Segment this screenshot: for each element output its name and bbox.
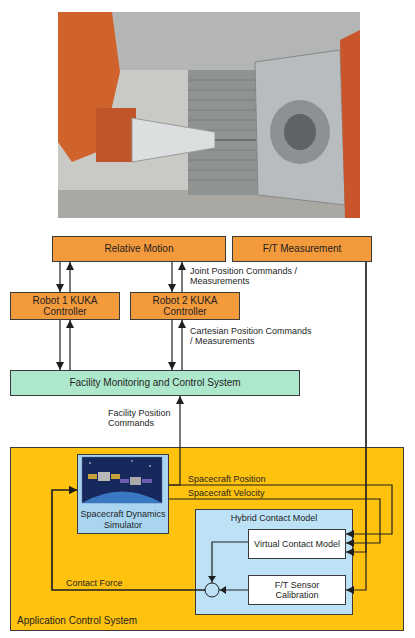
connector-arrow bbox=[59, 262, 60, 292]
summing-junction bbox=[205, 583, 219, 597]
junction-inlet-arrow bbox=[220, 586, 226, 594]
system-box: Facility Monitoring and Control System bbox=[10, 370, 300, 396]
satellite-body bbox=[98, 472, 110, 481]
photo-wall bbox=[58, 12, 360, 70]
target-drogue bbox=[284, 114, 316, 150]
node-label: Hybrid Contact Model bbox=[231, 513, 318, 523]
satellite-body bbox=[130, 477, 141, 485]
controller-box: Robot 1 KUKA Controller bbox=[10, 292, 120, 320]
signal-label: Joint Position Commands / Measurements bbox=[190, 266, 312, 287]
connector-arrow bbox=[69, 320, 70, 370]
node-label: Application Control System bbox=[17, 615, 137, 627]
solar-panel bbox=[142, 479, 152, 483]
connector-arrow bbox=[169, 499, 380, 543]
model-group: Hybrid Contact ModelVirtual Contact Mode… bbox=[195, 509, 353, 615]
node-label: Facility Monitoring and Control System bbox=[69, 377, 240, 389]
simulator-box: Spacecraft Dynamics Simulator bbox=[77, 454, 169, 534]
star bbox=[149, 465, 151, 467]
process-box: Relative Motion bbox=[52, 236, 226, 262]
connector-arrow bbox=[59, 320, 60, 370]
robot-wrist bbox=[96, 108, 136, 162]
earth-limb bbox=[82, 492, 162, 504]
node-label: Robot 1 KUKA Controller bbox=[15, 295, 115, 318]
star bbox=[89, 462, 91, 464]
connector-arrow bbox=[181, 320, 182, 370]
connector-group bbox=[52, 262, 392, 590]
connector-arrow bbox=[169, 485, 392, 534]
robot-arm bbox=[58, 12, 120, 162]
node-label: Virtual Contact Model bbox=[254, 539, 340, 549]
connector-arrow bbox=[346, 262, 366, 552]
signal-label: Contact Force bbox=[66, 578, 156, 588]
target-ring bbox=[270, 100, 330, 164]
robot-arm bbox=[340, 30, 360, 218]
connector-arrow bbox=[181, 262, 182, 292]
connector-arrow bbox=[69, 262, 70, 292]
rolling-door bbox=[188, 70, 278, 195]
space-background bbox=[82, 457, 162, 503]
photo-floor bbox=[58, 190, 360, 218]
node-label: Robot 2 KUKA Controller bbox=[135, 295, 235, 318]
node-label: Spacecraft Dynamics Simulator bbox=[80, 509, 166, 530]
connector-arrow bbox=[346, 262, 366, 590]
node-label: F/T Sensor Calibration bbox=[253, 580, 341, 601]
signal-label: Cartesian Position Commands / Measuremen… bbox=[190, 326, 312, 347]
signal-label: Facility Position Commands bbox=[108, 408, 180, 429]
solar-panel bbox=[88, 474, 97, 479]
signal-label: Spacecraft Velocity bbox=[188, 488, 298, 498]
photo-background bbox=[58, 12, 360, 218]
signal-label: Spacecraft Position bbox=[188, 474, 298, 484]
connector-arrow bbox=[169, 396, 180, 485]
connector-arrow bbox=[52, 490, 248, 590]
target-panel bbox=[255, 50, 345, 205]
process-box: F/T Measurement bbox=[232, 236, 372, 262]
probe-rod bbox=[215, 139, 262, 141]
probe-cone bbox=[132, 118, 215, 162]
solar-panel bbox=[111, 474, 120, 479]
solar-panel bbox=[120, 479, 129, 483]
door-slats bbox=[188, 80, 278, 180]
node-label: F/T Measurement bbox=[263, 243, 342, 255]
controller-box: Robot 2 KUKA Controller bbox=[130, 292, 240, 320]
connector-arrow bbox=[171, 262, 172, 292]
process-box: F/T Sensor Calibration bbox=[248, 575, 346, 605]
process-box: Virtual Contact Model bbox=[248, 529, 346, 559]
node-label: Relative Motion bbox=[105, 243, 174, 255]
star bbox=[131, 460, 132, 461]
junction-inlet-arrow bbox=[208, 576, 216, 582]
connector-arrow bbox=[52, 490, 248, 590]
connector-arrow bbox=[171, 320, 172, 370]
simulator-picture bbox=[82, 457, 162, 503]
